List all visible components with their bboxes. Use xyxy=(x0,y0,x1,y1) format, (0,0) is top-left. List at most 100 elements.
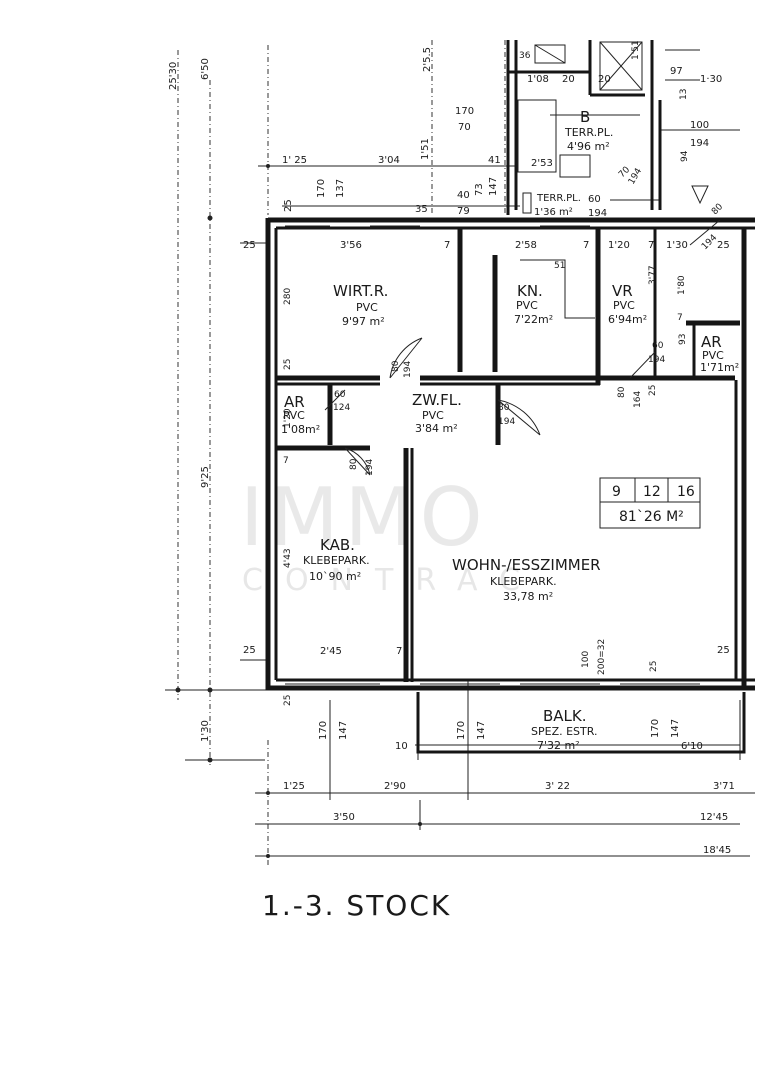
dim-label: 7 xyxy=(396,646,402,657)
dim-label: 6'50 xyxy=(200,58,211,80)
dim-label: 137 xyxy=(335,179,346,198)
dim-label: 147 xyxy=(476,721,487,740)
room-kab-floor: KLEBEPARK. xyxy=(303,554,370,567)
room-kab-name: KAB. xyxy=(320,536,355,554)
watermark-text: IMMO xyxy=(240,471,489,564)
dim-label: 79 xyxy=(457,206,470,217)
dim-label: 100 xyxy=(581,651,591,668)
dim-label: 194 xyxy=(690,138,709,149)
dim-label: 170 xyxy=(650,719,661,738)
dim-label: 3'56 xyxy=(340,240,362,251)
dim-label: 25 xyxy=(283,199,294,212)
room-wirt-name: WIRT.R. xyxy=(333,282,388,300)
dim-label: 18'45 xyxy=(703,845,731,856)
dim-label: 41 xyxy=(488,155,501,166)
room-wohn-floor: KLEBEPARK. xyxy=(490,575,557,588)
dim-label: 2'53 xyxy=(531,158,553,169)
dim-label: 7 xyxy=(444,240,450,251)
dim-label: 2'58 xyxy=(515,240,537,251)
dim-label: 94 xyxy=(680,150,690,162)
room-ar2-name: AR xyxy=(701,333,722,351)
room-balk-name: BALK. xyxy=(543,707,587,725)
dim-label: 70 xyxy=(458,122,471,133)
dim-label: 60 xyxy=(334,390,346,400)
dim-label: 194 xyxy=(498,417,515,427)
dim-label: 80 xyxy=(498,403,510,413)
dim-label: 80 xyxy=(349,458,359,470)
dim-label: 147 xyxy=(338,721,349,740)
room-vr-floor: PVC xyxy=(613,299,635,312)
room-zwfl-area: 3'84 m² xyxy=(415,422,458,435)
dimension-labels: 25'30 6'50 9'25 1'30 2'5.5 1' 25 3'04 1'… xyxy=(168,40,735,856)
dim-label: 51 xyxy=(554,261,565,271)
dim-label: 35 xyxy=(415,204,428,215)
dim-label: 25'30 xyxy=(168,62,179,90)
dim-label: 194 xyxy=(365,459,375,476)
dim-label: 1'08 xyxy=(527,74,549,85)
total-area-value: 81`26 M² xyxy=(619,509,684,525)
dim-label: 170 xyxy=(456,721,467,740)
dim-label: 194 xyxy=(648,355,665,365)
dim-label: 194 xyxy=(588,208,607,219)
dim-label: 2'45 xyxy=(320,646,342,657)
dim-label: 4'43 xyxy=(283,548,293,568)
dim-label: 7 xyxy=(583,240,589,251)
room-kn-floor: PVC xyxy=(516,299,538,312)
dim-label: 1'20 xyxy=(608,240,630,251)
dim-label: 1·30 xyxy=(700,74,722,85)
dim-label: 25 xyxy=(717,645,730,656)
walls xyxy=(265,185,755,754)
dim-label: 25 xyxy=(283,695,293,706)
area-summary-table: 9 12 16 81`26 M² xyxy=(599,477,701,529)
room-kn-area: 7'22m² xyxy=(514,313,553,326)
dim-label: 1'51 xyxy=(631,40,641,60)
room-vr-area: 6'94m² xyxy=(608,313,647,326)
dim-label: 170 xyxy=(455,106,474,117)
dim-label: 40 xyxy=(457,190,470,201)
dim-label: 147 xyxy=(670,719,681,738)
room-terr2-name: TERR.PL. xyxy=(536,193,581,204)
dim-label: 100 xyxy=(690,120,709,131)
room-labels: WIRT.R. PVC 9'97 m² KN. PVC 7'22m² VR PV… xyxy=(281,108,739,752)
dim-label: 13 xyxy=(679,89,689,100)
room-wohn-area: 33,78 m² xyxy=(503,590,553,603)
dim-label: 97 xyxy=(670,66,683,77)
dim-label: 3' 22 xyxy=(545,781,570,792)
dim-label: 10 xyxy=(395,741,408,752)
area-table-header-3: 16 xyxy=(677,484,695,500)
room-b-name: B xyxy=(580,108,590,126)
dim-label: 2'90 xyxy=(384,781,406,792)
dim-label: 80 xyxy=(391,360,401,372)
room-wirt-area: 9'97 m² xyxy=(342,315,385,328)
room-ar1-floor: PVC xyxy=(283,409,305,422)
dim-label: 7 xyxy=(677,313,683,323)
dim-label: 1' 25 xyxy=(282,155,307,166)
dim-label: 1'80 xyxy=(677,275,687,295)
dim-label: 280 xyxy=(283,288,293,305)
room-kn-name: KN. xyxy=(517,282,543,300)
room-zwfl-name: ZW.FL. xyxy=(412,391,462,409)
dim-label: 3'77 xyxy=(648,265,658,285)
dim-label: 6'10 xyxy=(681,741,703,752)
room-kab-area: 10`90 m² xyxy=(309,570,361,583)
dim-label: 25 xyxy=(648,385,658,396)
dim-label: 1'30 xyxy=(200,720,211,742)
dim-label: 60 xyxy=(588,194,601,205)
dim-label: 7 xyxy=(648,240,654,251)
room-ar1-name: AR xyxy=(284,393,305,411)
room-ar2-floor: PVC xyxy=(702,349,724,362)
room-terr2-area: 1'36 m² xyxy=(534,207,573,218)
room-vr-name: VR xyxy=(612,282,633,300)
bathroom-block xyxy=(506,40,700,215)
dim-label: 124 xyxy=(333,403,350,413)
dim-label: 1'25 xyxy=(283,781,305,792)
dim-label: 1'51 xyxy=(420,138,431,160)
room-ar2-area: 1'71m² xyxy=(700,361,739,374)
dim-label: 12'45 xyxy=(700,812,728,823)
dim-label: 73 xyxy=(474,183,485,196)
dimension-lines xyxy=(165,40,755,865)
dim-label: 3'04 xyxy=(378,155,400,166)
dim-label: 25 xyxy=(283,359,293,370)
dim-label: 20 xyxy=(598,74,611,85)
